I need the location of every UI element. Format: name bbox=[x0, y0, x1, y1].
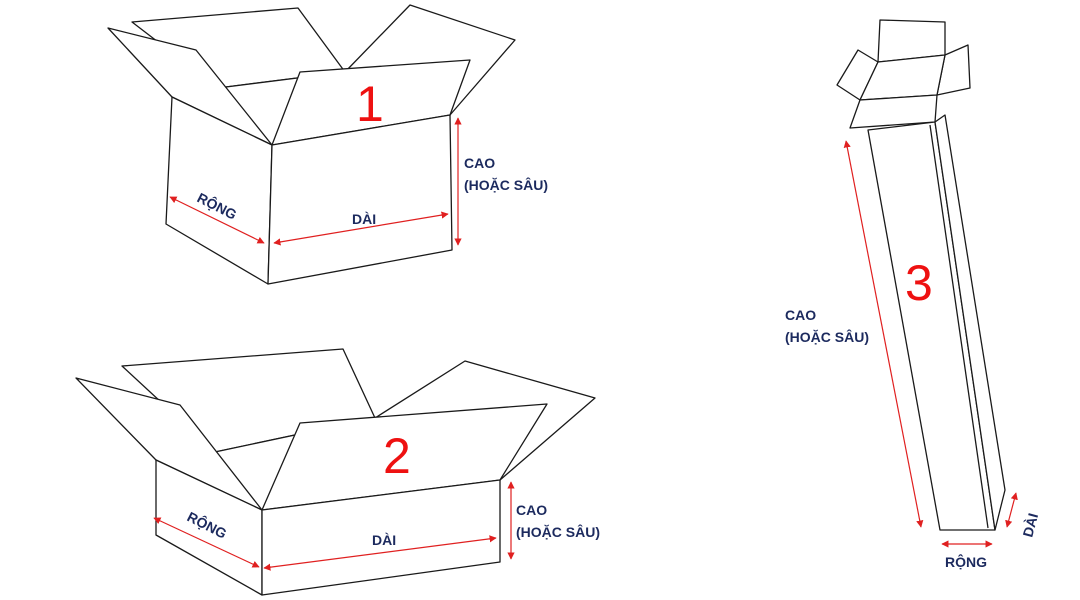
box-3-number: 3 bbox=[905, 255, 933, 311]
box-1-number: 1 bbox=[356, 76, 384, 132]
box-3-length-arrow bbox=[1005, 492, 1018, 528]
box-2-number: 2 bbox=[383, 428, 411, 484]
box-3-side-face bbox=[934, 114, 1006, 531]
box-1-width-arrow bbox=[169, 196, 265, 244]
box-2: 2 RỘNG DÀI CAO (HOẶC SÂU) bbox=[75, 348, 600, 596]
box-2-height-label-line2: (HOẶC SÂU) bbox=[516, 523, 600, 540]
box-2-length-arrow bbox=[263, 535, 497, 571]
box-2-height-label-line1: CAO bbox=[516, 502, 547, 518]
box-3-width-label: RỘNG bbox=[945, 553, 987, 570]
box-2-width-arrow bbox=[153, 517, 260, 568]
box-1: 1 RỘNG DÀI CAO (HOẶC SÂU) bbox=[107, 4, 548, 285]
box-1-height-label-line1: CAO bbox=[464, 155, 495, 171]
box-1-length-arrow bbox=[273, 211, 449, 246]
box-2-length-label: DÀI bbox=[372, 532, 396, 548]
box-3-height-arrow bbox=[843, 140, 924, 528]
box-3-side-edge bbox=[929, 124, 989, 529]
box-3-top-front-flap bbox=[849, 94, 938, 129]
box-3: 3 CAO (HOẶC SÂU) RỘNG DÀI bbox=[785, 19, 1041, 570]
box-3-length-label: DÀI bbox=[1019, 511, 1041, 538]
box-3-height-label-line1: CAO bbox=[785, 307, 816, 323]
box-1-height-label-line2: (HOẶC SÂU) bbox=[464, 176, 548, 193]
box-1-length-label: DÀI bbox=[352, 211, 376, 227]
box-3-height-label-line2: (HOẶC SÂU) bbox=[785, 328, 869, 345]
